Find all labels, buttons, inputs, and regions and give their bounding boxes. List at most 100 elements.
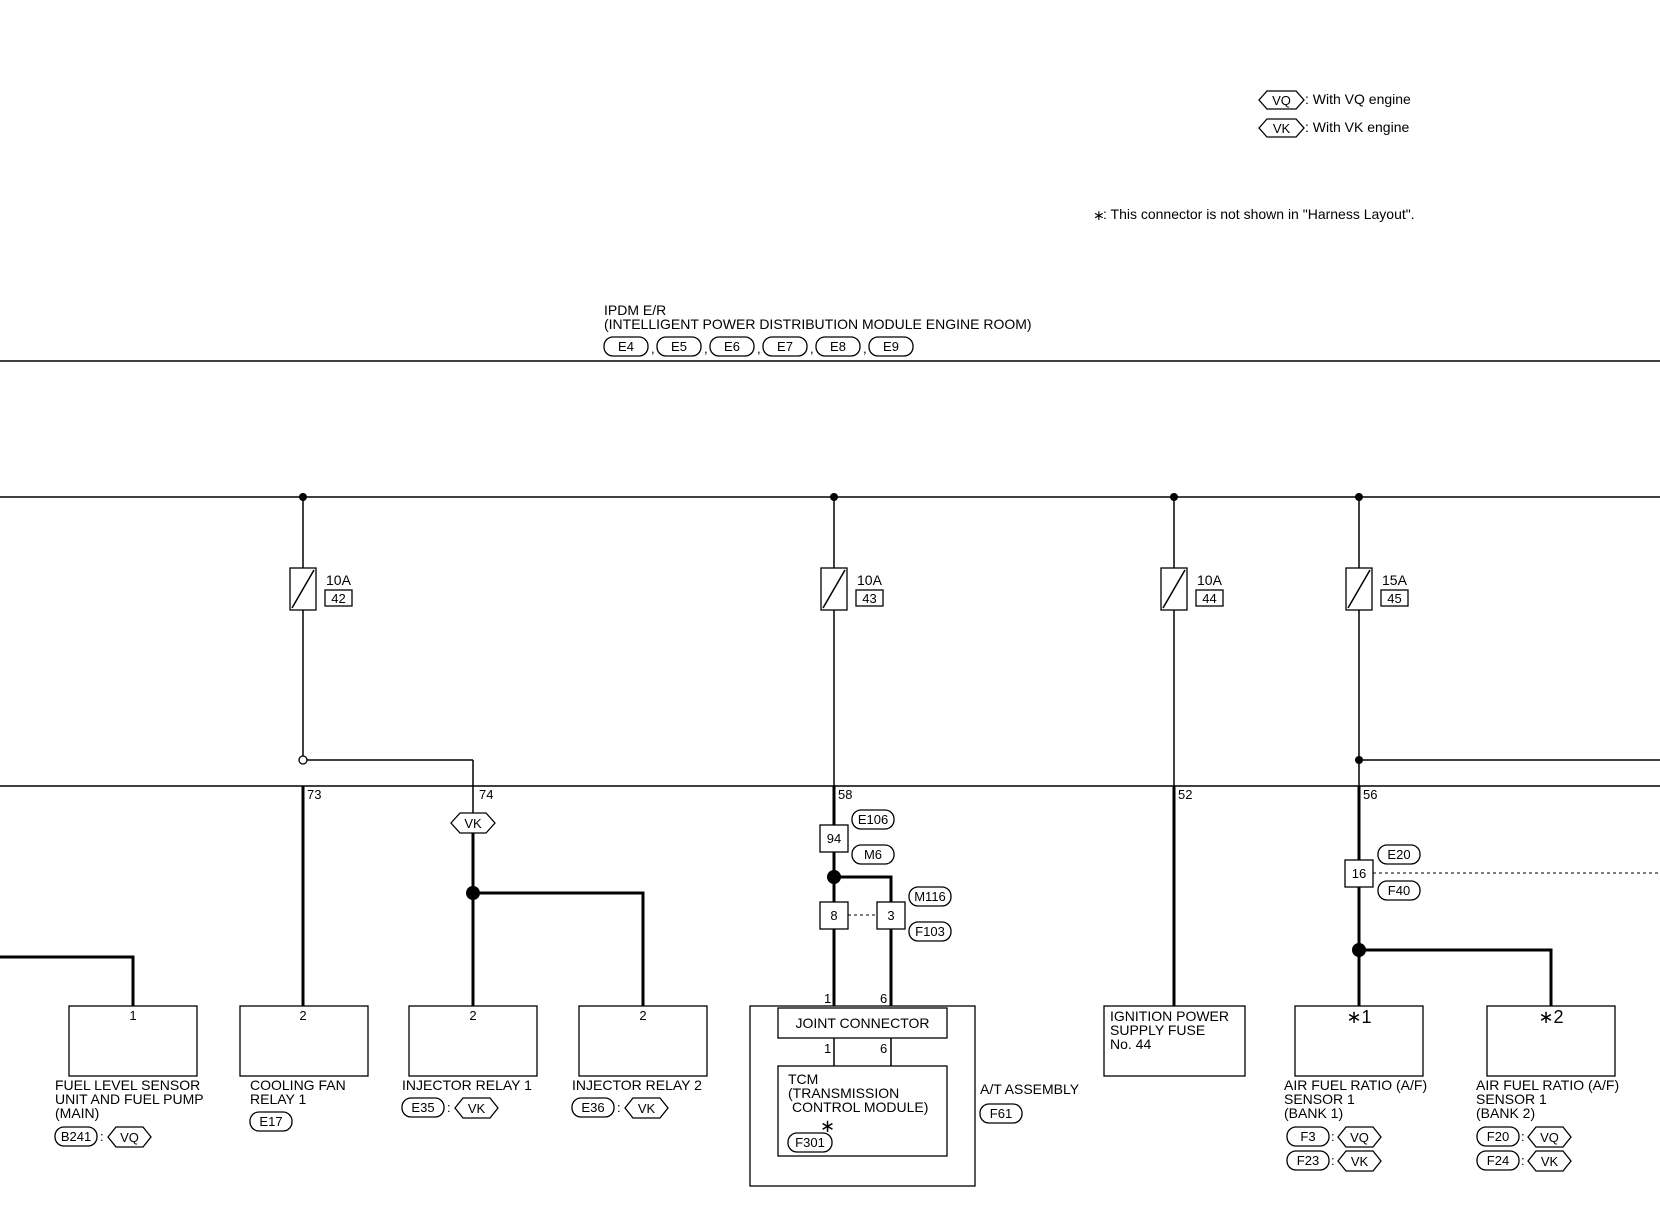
connector-16 [1344,859,1374,888]
joint-connector [777,1007,948,1039]
connector-16-pin: 16 [1352,866,1366,881]
svg-text:,: , [757,341,761,356]
ignition-fuse-label-2: SUPPLY FUSE [1110,1022,1205,1038]
svg-text::: : [100,1129,104,1144]
connector-e106: E106 [858,812,888,827]
connector-b241: B241 [61,1129,91,1144]
at-pin-6: 6 [880,991,887,1006]
ipdm-conn-e6: E6 [724,339,740,354]
connector-f20: F20 [1487,1129,1509,1144]
tcm-star: ∗ [820,1116,835,1136]
connector-e17: E17 [259,1114,282,1129]
fuse-42-number: 42 [331,591,345,606]
af-bank-1-pin: ∗1 [1346,1007,1371,1027]
vq-legend-text: : With VQ engine [1305,91,1411,107]
connector-e20: E20 [1387,847,1410,862]
injector-relay-2: 2 INJECTOR RELAY 2 E36 : VK [571,1005,708,1119]
note-text: : This connector is not shown in "Harnes… [1103,206,1415,222]
connector-f61: F61 [990,1106,1012,1121]
at-pin-1: 1 [824,991,831,1006]
fuel-sensor-label-1: FUEL LEVEL SENSOR [55,1077,200,1093]
fuse-42-rating: 10A [326,572,352,588]
svg-text:,: , [863,341,867,356]
cooling-fan-relay-1: 2 COOLING FAN RELAY 1 E17 [239,1005,369,1132]
terminal-56: 56 [1363,787,1377,802]
fuse-43-branch: 10A 43 58 94 E106 M6 8 3 M116 F103 [819,493,952,1008]
connector-94-pin: 94 [827,831,841,846]
fuel-sensor-engine: VQ [120,1130,139,1145]
connector-8-pin: 8 [830,908,837,923]
injector-relay-1: 2 INJECTOR RELAY 1 E35 : VK [401,1005,538,1119]
fuse-43-number: 43 [862,591,876,606]
fuel-sensor-label-2: UNIT AND FUEL PUMP [55,1091,204,1107]
af-bank-2-label-1: AIR FUEL RATIO (A/F) [1476,1077,1619,1093]
connector-3 [876,901,906,930]
fuse-45-number: 45 [1387,591,1401,606]
vk-legend-text: : With VK engine [1305,119,1409,135]
at-assembly-label: A/T ASSEMBLY [980,1081,1080,1097]
af-bank-2-label-2: SENSOR 1 [1476,1091,1547,1107]
fuel-sensor-pin: 1 [129,1008,136,1023]
injector-relay-1-label: INJECTOR RELAY 1 [402,1077,532,1093]
cooling-fan-label-2: RELAY 1 [250,1091,307,1107]
connector-e35: E35 [411,1100,434,1115]
vk-tag: VK [1273,121,1291,136]
terminal-58: 58 [838,787,852,802]
af-bank-1-label-2: SENSOR 1 [1284,1091,1355,1107]
af-bank-1-vq: VQ [1350,1130,1369,1145]
tcm-pin-1: 1 [824,1041,831,1056]
terminal-73: 73 [307,787,321,802]
fuel-sensor-label-3: (MAIN) [55,1105,99,1121]
connector-f3: F3 [1300,1129,1315,1144]
tcm-label-1: TCM [788,1071,818,1087]
af-bank-2-vk: VK [1541,1154,1559,1169]
svg-text::: : [617,1100,621,1115]
af-bank-1-vk: VK [1351,1154,1369,1169]
ipdm-conn-e8: E8 [830,339,846,354]
ipdm-conn-e7: E7 [777,339,793,354]
harness-note: ∗ : This connector is not shown in "Harn… [1093,206,1415,223]
connector-m6: M6 [864,847,882,862]
tcm-label-3: CONTROL MODULE) [792,1099,928,1115]
ipdm-title: IPDM E/R [604,302,666,318]
ignition-fuse-label-1: IGNITION POWER [1110,1008,1229,1024]
joint-connector-label: JOINT CONNECTOR [795,1015,929,1031]
fuel-level-sensor: 1 FUEL LEVEL SENSOR UNIT AND FUEL PUMP (… [54,1005,204,1148]
ignition-power-supply-fuse: IGNITION POWER SUPPLY FUSE No. 44 [1103,1005,1246,1077]
note-star: ∗ [1093,207,1105,223]
vq-tag: VQ [1272,93,1291,108]
svg-text:,: , [651,341,655,356]
svg-text:,: , [704,341,708,356]
af-bank-1-label-3: (BANK 1) [1284,1105,1343,1121]
ipdm-conn-e9: E9 [883,339,899,354]
fuel-pump-wire [0,955,135,1006]
connector-f24: F24 [1487,1153,1509,1168]
ipdm-subtitle: (INTELLIGENT POWER DISTRIBUTION MODULE E… [604,316,1032,332]
af-bank-2-label-3: (BANK 2) [1476,1105,1535,1121]
injector-relay-2-pin: 2 [639,1008,646,1023]
injector-relay-1-engine: VK [468,1101,486,1116]
vk-marker: VK [464,816,482,831]
connector-94 [819,824,849,853]
connector-f40: F40 [1388,883,1410,898]
connector-f23: F23 [1297,1153,1319,1168]
ipdm-header: IPDM E/R (INTELLIGENT POWER DISTRIBUTION… [603,302,1032,357]
ipdm-conn-e4: E4 [618,339,634,354]
af-bank-2-pin: ∗2 [1538,1007,1563,1027]
tcm-pin-6: 6 [880,1041,887,1056]
fuse-45-rating: 15A [1382,572,1408,588]
at-assembly: 1 6 JOINT CONNECTOR 1 6 TCM (TRANSMISSIO… [749,991,1080,1187]
terminal-52: 52 [1178,787,1192,802]
svg-text::: : [1521,1153,1525,1168]
fuse-45-branch: 15A 45 56 16 E20 F40 [1344,493,1660,1006]
terminal-74: 74 [479,787,493,802]
engine-legend: VQ : With VQ engine VK : With VK engine [1258,90,1411,138]
fuse-44-number: 44 [1202,591,1216,606]
ipdm-connectors: E4 , E5 , E6 , E7 , E8 , E9 [603,336,914,357]
fuse-42-branch: 10A 42 73 74 VK [289,493,645,1006]
connector-e36: E36 [581,1100,604,1115]
af-sensor-bank-1: ∗1 AIR FUEL RATIO (A/F) SENSOR 1 (BANK 1… [1284,1005,1427,1172]
svg-text::: : [1521,1129,1525,1144]
injector-relay-1-pin: 2 [469,1008,476,1023]
